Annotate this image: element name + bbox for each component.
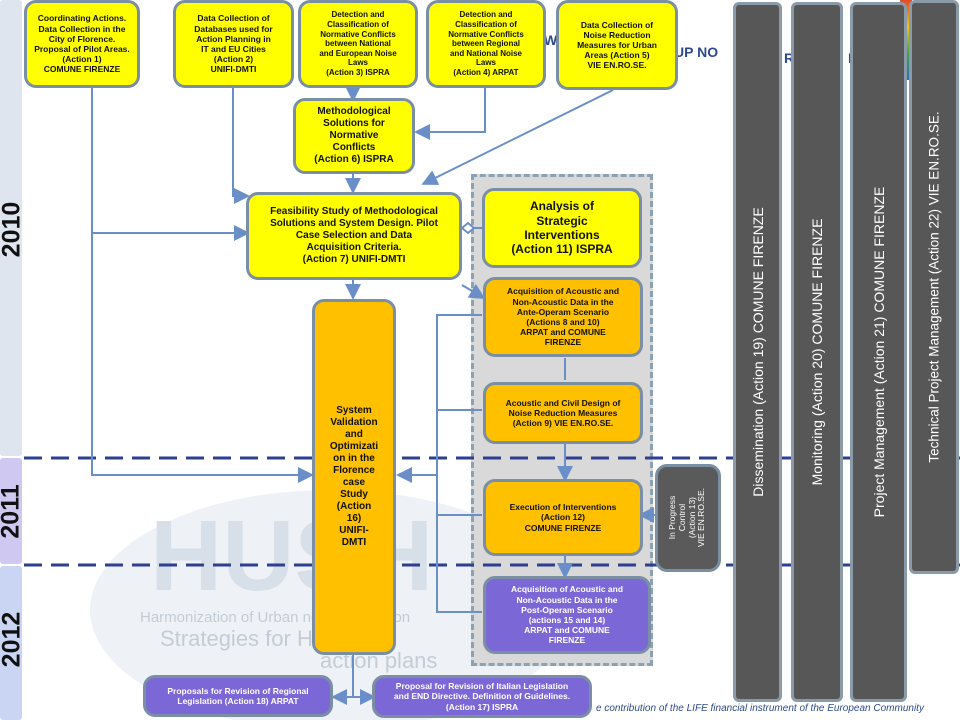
action-15-box[interactable]: Acquisition of Acoustic and Non-Acoustic… [483,576,651,654]
action-8-box[interactable]: Acquisition of Acoustic and Non-Acoustic… [483,277,643,357]
action-20-label: Monitoring (Action 20) COMUNE FIRENZE [809,218,825,486]
year-bar-2012 [0,566,22,720]
banner-fragment-right: UP NO [674,44,719,60]
arrow-a7-to-a8 [461,283,486,300]
action-4-box[interactable]: Detection and Classification of Normativ… [426,0,546,88]
action-13-label: In Progress Control (Action 13) VIE EN.R… [667,488,707,548]
action-5-box[interactable]: Data Collection of Noise Reduction Measu… [556,0,678,90]
year-bar-2010 [0,0,22,456]
action-3-box[interactable]: Detection and Classification of Normativ… [298,0,418,88]
action-12-box[interactable]: Execution of Interventions (Action 12) C… [483,479,643,556]
action-19-label: Dissemination (Action 19) COMUNE FIRENZE [749,207,766,497]
action-21-label: Project Management (Action 21) COMUNE FI… [870,186,887,518]
action-2-box[interactable]: Data Collection of Databases used for Ac… [173,0,294,88]
action-6-box[interactable]: Methodological Solutions for Normative C… [293,98,415,174]
action-21-column[interactable]: Project Management (Action 21) COMUNE FI… [850,2,907,702]
banner-fragment-left: W [544,32,558,48]
action-20-column[interactable]: Monitoring (Action 20) COMUNE FIRENZE [791,2,843,702]
action-9-box[interactable]: Acoustic and Civil Design of Noise Reduc… [483,382,643,444]
banner-fragment-right2: R [784,50,795,66]
action-19-column[interactable]: Dissemination (Action 19) COMUNE FIRENZE [733,2,782,702]
bracket-group-to-a16 [436,314,482,613]
action-22-label: Technical Project Management (Action 22)… [926,111,942,463]
action-11-box[interactable]: Analysis of Strategic Interventions (Act… [482,188,642,268]
action-22-column[interactable]: Technical Project Management (Action 22)… [909,0,959,574]
arrow-a2-to-a7 [232,88,250,204]
action-13-box[interactable]: In Progress Control (Action 13) VIE EN.R… [655,464,721,572]
footer-credit: e contribution of the LIFE financial ins… [596,703,924,714]
action-7-box[interactable]: Feasibility Study of Methodological Solu… [246,192,462,280]
link-a7-a11-diamond [460,221,476,235]
action-17-box[interactable]: Proposal for Revision of Italian Legisla… [372,675,592,718]
action-18-box[interactable]: Proposals for Revision of Regional Legis… [143,675,333,717]
arrow-a5-to-a7 [421,89,614,185]
action-16-box[interactable]: System Validation and Optimizati on in t… [312,299,396,655]
arrow-a4-to-a6 [414,88,486,140]
arrow-a1-to-a16 [91,88,314,483]
watermark-line-2: Strategies for H [160,626,313,651]
year-bar-2011 [0,458,22,564]
action-1-box[interactable]: Coordinating Actions. Data Collection in… [24,0,140,88]
